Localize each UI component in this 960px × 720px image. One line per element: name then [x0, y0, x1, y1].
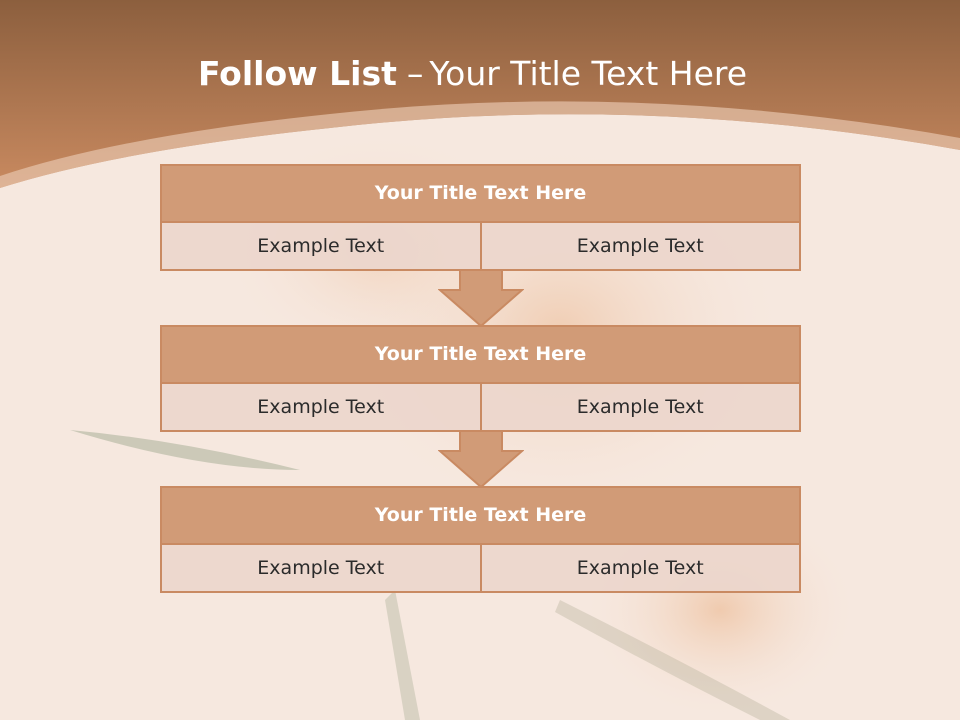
slide-title: Follow List–Your Title Text Here: [0, 52, 945, 96]
step-title: Your Title Text Here: [162, 327, 799, 384]
title-dash: –: [406, 54, 424, 93]
step-block-2: Your Title Text Here Example Text Exampl…: [160, 325, 801, 432]
down-arrow-icon: [438, 431, 524, 489]
title-bold-part: Follow List: [197, 54, 397, 93]
step-right-text: Example Text: [479, 545, 799, 591]
step-left-text: Example Text: [162, 545, 480, 591]
step-block-1: Your Title Text Here Example Text Exampl…: [160, 164, 801, 271]
step-right-text: Example Text: [479, 223, 799, 269]
leaf-shape: [70, 430, 300, 470]
step-left-text: Example Text: [162, 384, 480, 430]
step-block-3: Your Title Text Here Example Text Exampl…: [160, 486, 801, 593]
step-title: Your Title Text Here: [162, 488, 799, 545]
down-arrow-icon: [438, 270, 524, 328]
step-right-text: Example Text: [479, 384, 799, 430]
header-band: [0, 0, 960, 188]
stem-shape: [555, 600, 790, 720]
stem-shape: [385, 590, 420, 720]
step-left-text: Example Text: [162, 223, 480, 269]
header-swoosh: [0, 101, 960, 188]
title-rest-part: Your Title Text Here: [429, 54, 748, 93]
step-title: Your Title Text Here: [162, 166, 799, 223]
